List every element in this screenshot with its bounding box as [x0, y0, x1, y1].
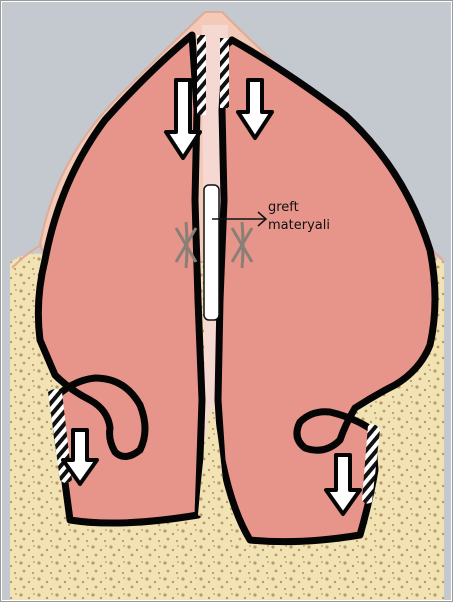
graft-strip-left-top [197, 35, 206, 115]
graft-strip-right-top [220, 38, 229, 108]
annotation-label-line2: materyali [268, 218, 330, 234]
annotation-label-line1: greft [268, 200, 299, 216]
graft-material-center [204, 185, 219, 320]
